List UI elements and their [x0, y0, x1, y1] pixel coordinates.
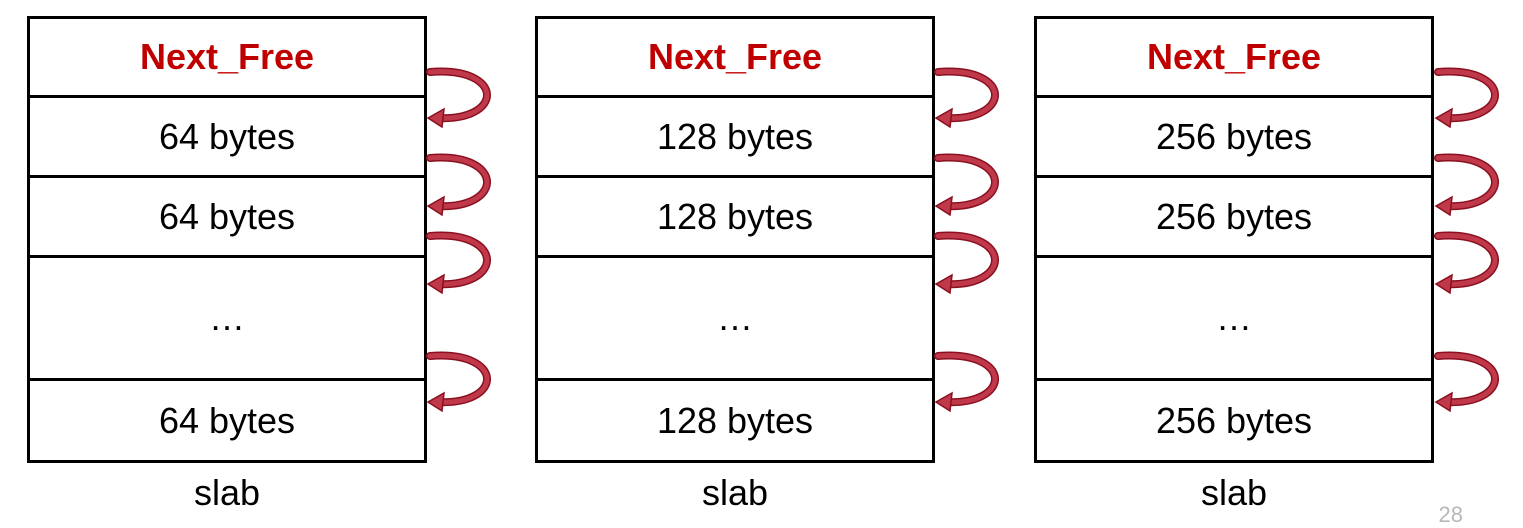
slab-cell: 256 bytes	[1037, 178, 1431, 258]
arrow-head	[426, 391, 445, 413]
next-pointer-arrow	[1435, 69, 1498, 121]
slab-caption: slab	[1200, 472, 1268, 513]
slab-cell-ellipsis: …	[30, 258, 424, 381]
slab-cell: 64 bytes	[30, 98, 424, 178]
slab-cell: 256 bytes	[1037, 98, 1431, 178]
next-pointer-arrow	[935, 353, 998, 405]
slab-caption: slab	[701, 472, 769, 513]
next-pointer-arrow	[1435, 155, 1498, 209]
arrow-head	[934, 273, 953, 295]
slab-cell: 64 bytes	[158, 399, 296, 441]
next-free-header: Next_Free	[30, 19, 424, 98]
slab-caption: slab	[193, 472, 261, 513]
next-free-header: Next_Free	[1037, 19, 1431, 98]
slab-cell: 64 bytes	[30, 178, 424, 258]
slab-cell: 128 bytes	[656, 399, 814, 441]
slab-cell-ellipsis: …	[1037, 258, 1431, 381]
arrow-head	[1434, 273, 1453, 295]
slab-128: Next_Free 128 bytes 128 bytes … 128 byte…	[535, 16, 935, 463]
arrow-group	[426, 67, 1499, 413]
slab-cell-ellipsis: …	[538, 258, 932, 381]
next-pointer-arrow	[935, 233, 998, 287]
arrow-head	[1434, 107, 1453, 129]
arrow-head	[1434, 391, 1453, 413]
slab-cell: 128 bytes	[538, 178, 932, 258]
next-pointer-arrow	[427, 353, 490, 405]
next-pointer-arrow	[427, 233, 490, 287]
page-number: 28	[1438, 502, 1463, 527]
arrow-head	[934, 195, 953, 217]
arrow-head	[934, 107, 953, 129]
arrow-head	[934, 391, 953, 413]
next-pointer-arrow	[427, 69, 490, 121]
slab-64: Next_Free 64 bytes 64 bytes … 64 bytes	[27, 16, 427, 463]
arrow-head	[426, 195, 445, 217]
arrow-head	[1434, 195, 1453, 217]
next-pointer-arrow	[427, 155, 490, 209]
slab-256: Next_Free 256 bytes 256 bytes … 256 byte…	[1034, 16, 1434, 463]
slab-cell: 256 bytes	[1155, 399, 1313, 441]
next-pointer-arrow	[1435, 233, 1498, 287]
next-pointer-arrow	[1435, 353, 1498, 405]
next-pointer-arrow	[935, 69, 998, 121]
arrow-head	[426, 107, 445, 129]
slab-cell: 128 bytes	[538, 98, 932, 178]
next-pointer-arrow	[935, 155, 998, 209]
arrow-head	[426, 273, 445, 295]
next-free-header: Next_Free	[538, 19, 932, 98]
